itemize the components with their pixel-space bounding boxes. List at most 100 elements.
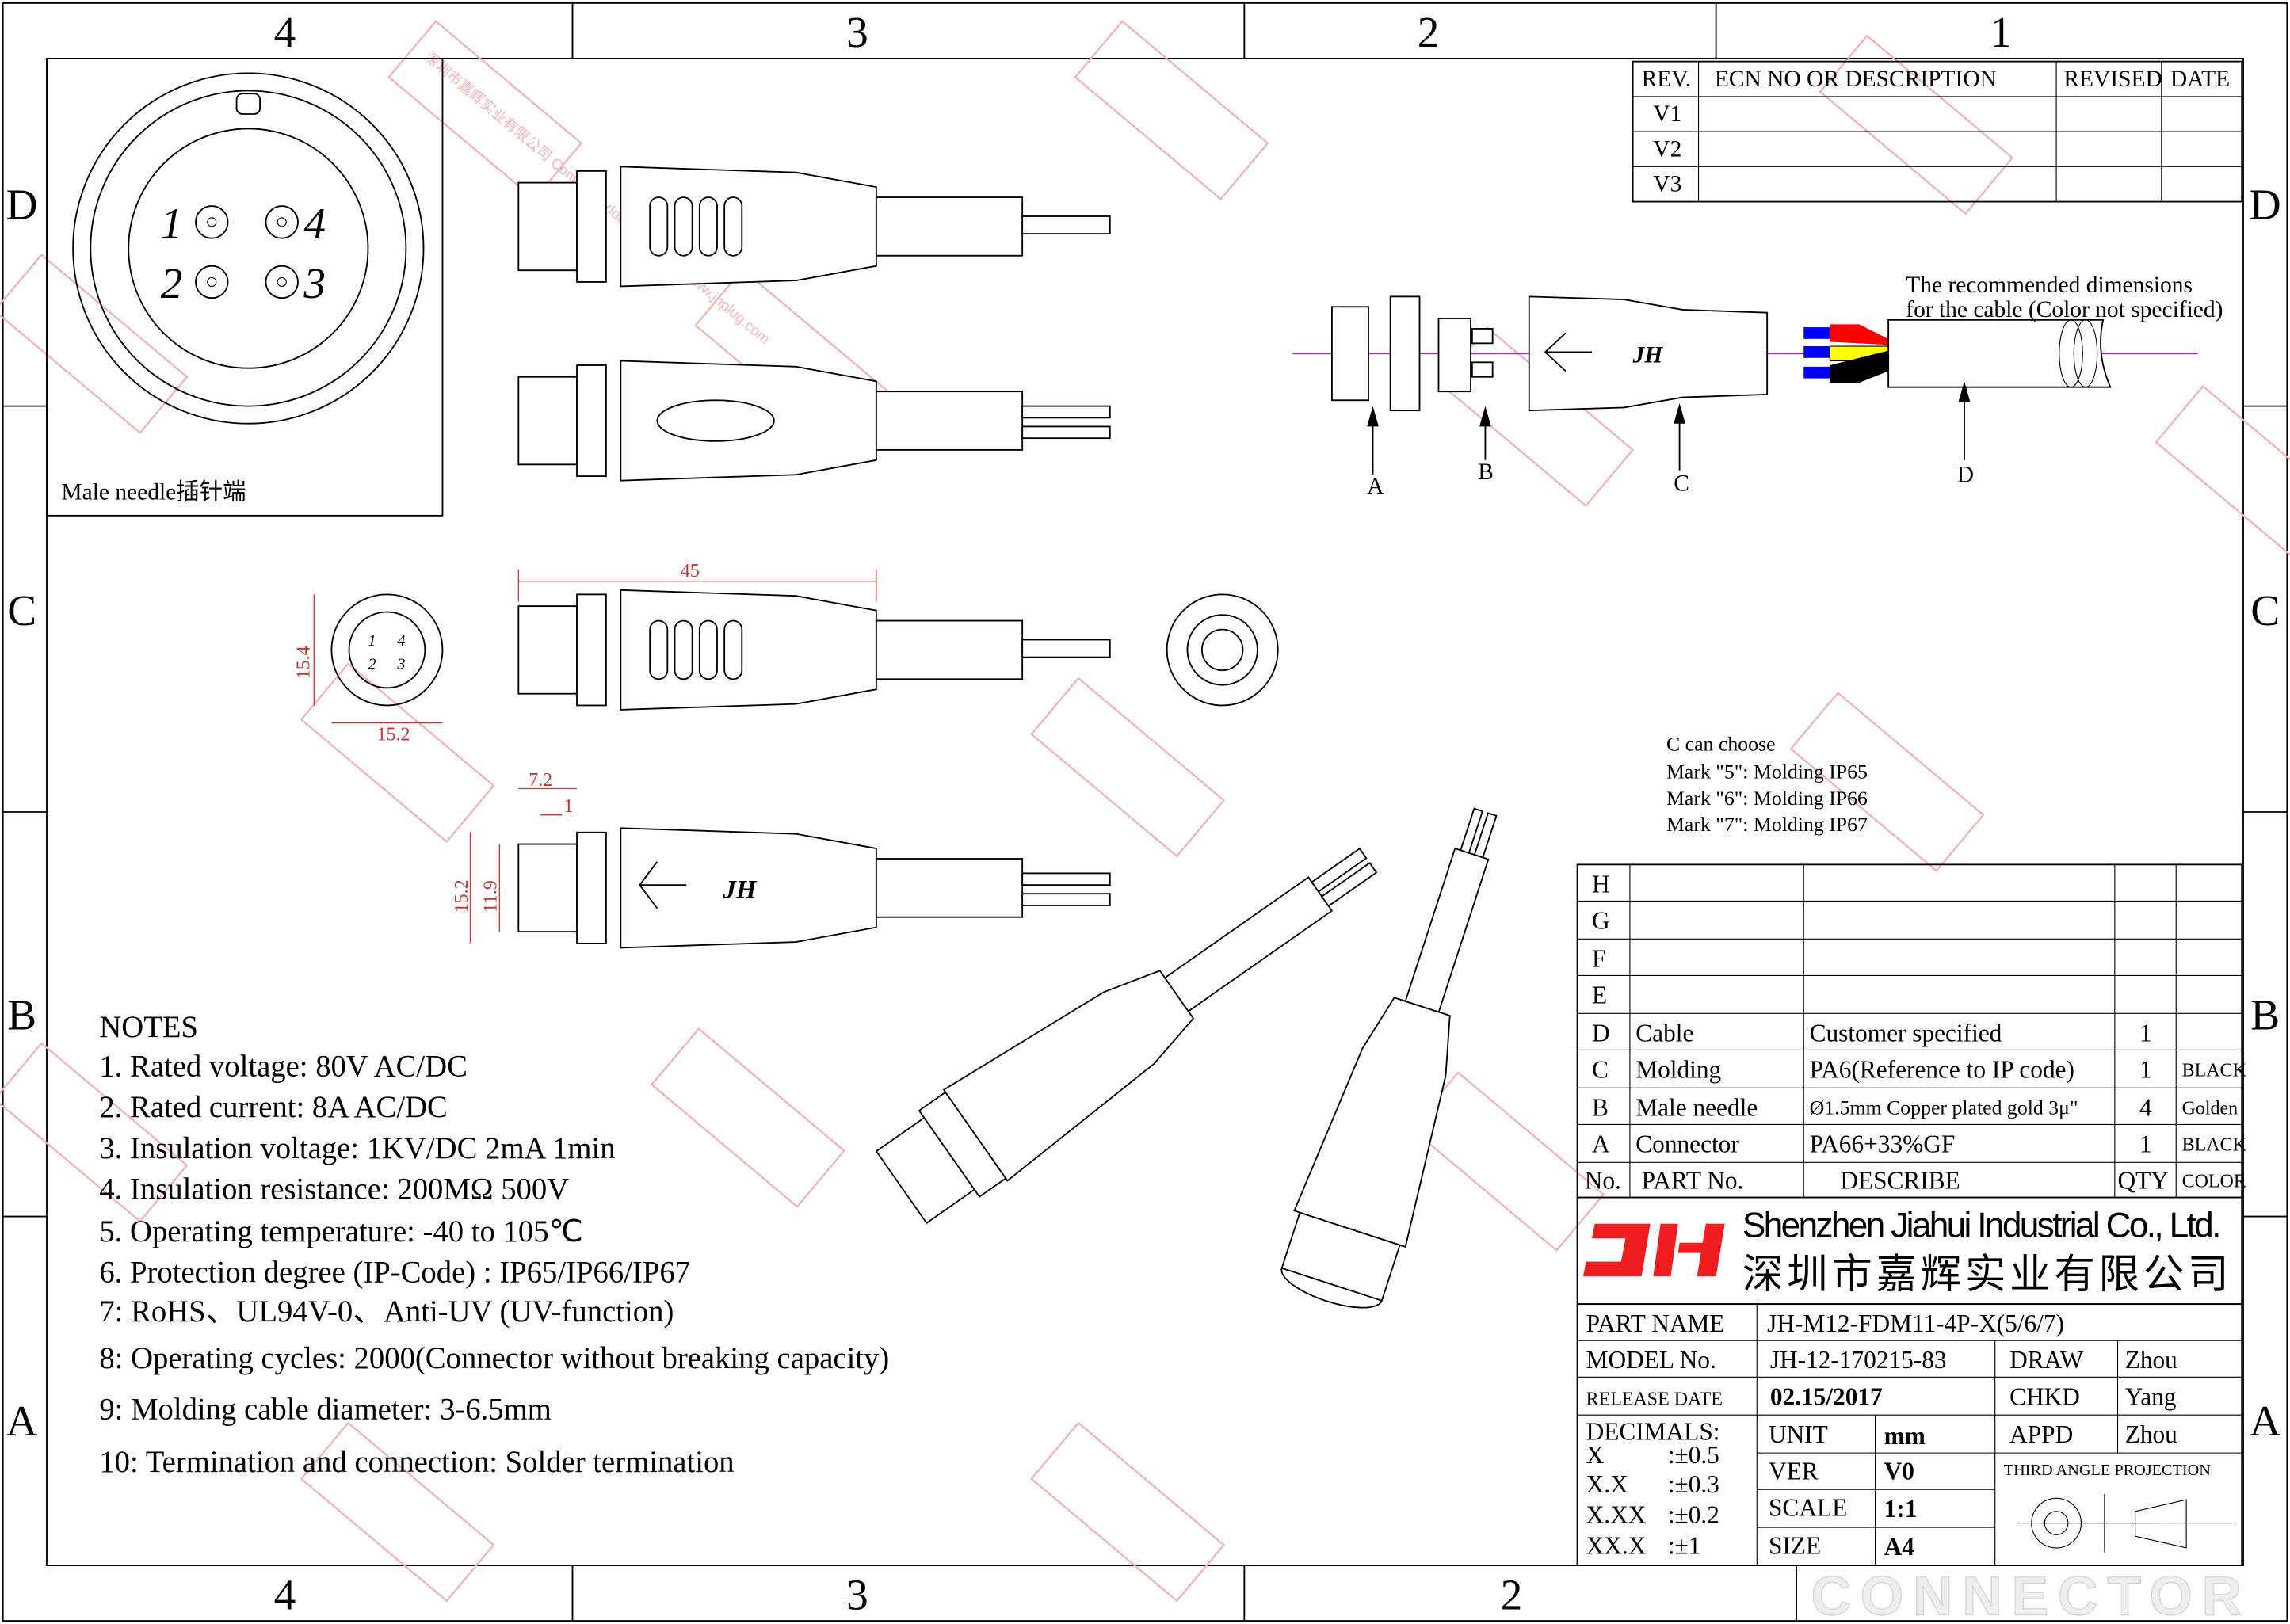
bom-row-color: BLACK: [2182, 1061, 2247, 1081]
zone-bottom-2: 2: [1501, 1570, 1523, 1618]
bom-row-desc: Customer specified: [1810, 1019, 2002, 1046]
exploded-view: JH The recommended dimensions for the ca…: [1292, 273, 2223, 499]
bom-row-color: Golden: [2182, 1099, 2238, 1119]
svg-text:3: 3: [396, 655, 405, 673]
note-item: 2. Rated current: 8A AC/DC: [99, 1091, 447, 1124]
release-value: 02.15/2017: [1770, 1382, 1883, 1410]
bom-row-qty: 1: [2139, 1055, 2152, 1083]
pin-label-4: 4: [303, 200, 326, 248]
decimal-key: XX.X: [1586, 1531, 1647, 1559]
appd-label: APPD: [2009, 1420, 2073, 1448]
dim-7-2: 7.2: [529, 770, 552, 791]
draw-value: Zhou: [2125, 1346, 2177, 1374]
bom-row-qty: 1: [2139, 1130, 2152, 1157]
bom-row-part: Connector: [1635, 1130, 1739, 1157]
exploded-jh-mark: JH: [1632, 342, 1664, 368]
dim-length: 45: [681, 561, 700, 581]
release-label: RELEASE DATE: [1586, 1389, 1723, 1409]
dim-width-front: 15.2: [377, 725, 410, 745]
date-header: DATE: [2170, 67, 2230, 92]
pin-label-2: 2: [161, 259, 183, 307]
note-item: 7: RoHS、UL94V-0、Anti-UV (UV-function): [99, 1295, 674, 1329]
zone-left-b: B: [7, 991, 36, 1039]
rev-v2: V2: [1653, 136, 1681, 162]
side-view-dimensioned: 45: [517, 561, 1111, 711]
zone-bottom-3: 3: [846, 1570, 868, 1618]
zone-left-c: C: [7, 586, 36, 635]
decimal-key: X.X: [1586, 1470, 1628, 1498]
decimals-label: DECIMALS:: [1586, 1418, 1720, 1446]
molding-option-5: Mark "5": Molding IP65: [1666, 761, 1868, 783]
cable-note-2: for the cable (Color not specified): [1906, 297, 2223, 322]
bom-row-no: A: [1592, 1130, 1610, 1157]
scale-label: SCALE: [1769, 1493, 1847, 1521]
decimal-tol: :±0.3: [1668, 1470, 1719, 1498]
pin-view-caption: Male needle插针端: [61, 479, 246, 505]
bom-row-qty: 4: [2139, 1093, 2152, 1121]
note-item: 3. Insulation voltage: 1KV/DC 2mA 1min: [99, 1132, 615, 1165]
bom-header-part: PART No.: [1642, 1167, 1744, 1195]
ver-label: VER: [1769, 1457, 1819, 1485]
bom-row-part: Cable: [1635, 1019, 1693, 1046]
bom-row-desc: PA66+33%GF: [1810, 1130, 1956, 1157]
ver-value: V0: [1884, 1457, 1914, 1485]
company-name-cn: 深圳市嘉辉实业有限公司: [1742, 1251, 2229, 1298]
molding-options: C can choose Mark "5": Molding IP65 Mark…: [1666, 733, 1868, 836]
label-d: D: [1957, 462, 1974, 487]
company-logo: [1582, 1223, 1725, 1277]
jh-mark: JH: [722, 875, 758, 905]
note-item: 10: Termination and connection: Solder t…: [99, 1446, 734, 1479]
third-angle-projection-icon: [2021, 1493, 2235, 1553]
bom-row-desc: PA6(Reference to IP code): [1810, 1055, 2074, 1083]
side-view-top: [517, 166, 1111, 288]
footer-watermark: CONNECTOR: [1811, 1565, 2242, 1624]
zone-labels: 4 3 2 1 4 3 2 D C B A D C B A: [6, 8, 2281, 1618]
company-block: Shenzhen Jiahui Industrial Co., Ltd. 深圳市…: [1576, 1196, 2243, 1306]
title-block: PART NAME JH-M12-FDM11-4P-X(5/6/7) MODEL…: [1576, 1303, 2243, 1566]
zone-right-a: A: [2250, 1397, 2281, 1445]
decimal-tol: :±0.5: [1668, 1441, 1719, 1469]
bom-header-no: No.: [1585, 1167, 1621, 1195]
model-label: MODEL No.: [1586, 1346, 1716, 1374]
company-name-en: Shenzhen Jiahui Industrial Co., Ltd.: [1742, 1206, 2222, 1245]
label-c: C: [1674, 471, 1689, 497]
chkd-value: Yang: [2125, 1382, 2177, 1410]
chkd-label: CHKD: [2009, 1382, 2080, 1410]
molding-option-7: Mark "7": Molding IP67: [1666, 813, 1868, 836]
unit-label: UNIT: [1769, 1420, 1828, 1448]
wires: [1803, 324, 1889, 383]
decimal-key: X: [1586, 1441, 1605, 1469]
bom-row-no: D: [1592, 1019, 1610, 1046]
zone-top-2: 2: [1418, 8, 1440, 56]
isometric-view-left: [875, 847, 1378, 1225]
scale-value: 1:1: [1884, 1495, 1918, 1523]
molding-option-title: C can choose: [1666, 733, 1776, 756]
bom-row-qty: 1: [2139, 1019, 2152, 1046]
label-b: B: [1478, 459, 1494, 485]
dim-height-front: 15.4: [294, 646, 315, 679]
decimal-key: X.XX: [1586, 1501, 1647, 1529]
bom-header-desc: DESCRIBE: [1840, 1167, 1960, 1195]
bom-row-no: G: [1592, 906, 1610, 934]
decimal-tol: :±0.2: [1668, 1501, 1719, 1529]
zone-top-1: 1: [1990, 8, 2012, 56]
zone-bottom-4: 4: [274, 1570, 296, 1618]
dim-11-9: 11.9: [481, 880, 502, 913]
label-a: A: [1367, 474, 1384, 499]
side-view-bottom: JH 7.2 1 15.2 11.9: [452, 770, 1111, 949]
model-value: JH-12-170215-83: [1770, 1346, 1947, 1374]
svg-text:2: 2: [368, 655, 376, 673]
bom-row-part: Molding: [1635, 1055, 1721, 1083]
bom-row-no: E: [1592, 981, 1607, 1008]
projection-label: THIRD ANGLE PROJECTION: [2004, 1462, 2212, 1479]
pin-face-view: 1 4 2 3 Male needle插针端: [46, 58, 444, 517]
molding-option-6: Mark "6": Molding IP66: [1666, 787, 1868, 810]
bom-row-desc: Ø1.5mm Copper plated gold 3μ": [1810, 1096, 2078, 1119]
svg-text:4: 4: [397, 632, 405, 650]
rev-header: REV.: [1642, 67, 1692, 92]
part-name-label: PART NAME: [1586, 1309, 1725, 1337]
decimal-tol: :±1: [1668, 1531, 1701, 1559]
bom-header-qty: QTY: [2118, 1167, 2169, 1195]
revision-table: REV. ECN NO OR DESCRIPTION REVISED DATE …: [1632, 60, 2243, 203]
